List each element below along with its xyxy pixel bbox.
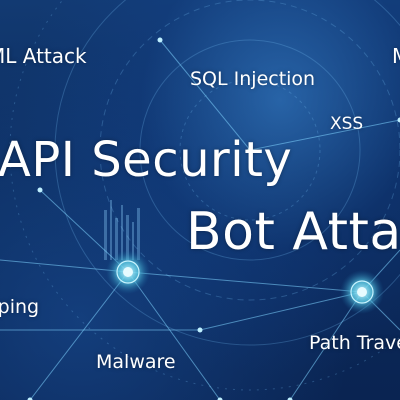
network-node: [106, 250, 150, 294]
keyword-path-traversal: Path Traversal: [309, 332, 400, 354]
keyword-xml-attack: ML Attack: [0, 44, 87, 68]
keyword-bot-attack: Bot Attack: [186, 202, 400, 262]
keyword-api-security: API Security: [0, 132, 293, 188]
keyword-edge-cutoff: M: [392, 44, 400, 68]
keyword-malware: Malware: [96, 351, 176, 373]
keyword-xss: XSS: [330, 114, 364, 134]
keyword-sql-injection: SQL Injection: [190, 68, 316, 90]
network-node: [340, 270, 384, 314]
